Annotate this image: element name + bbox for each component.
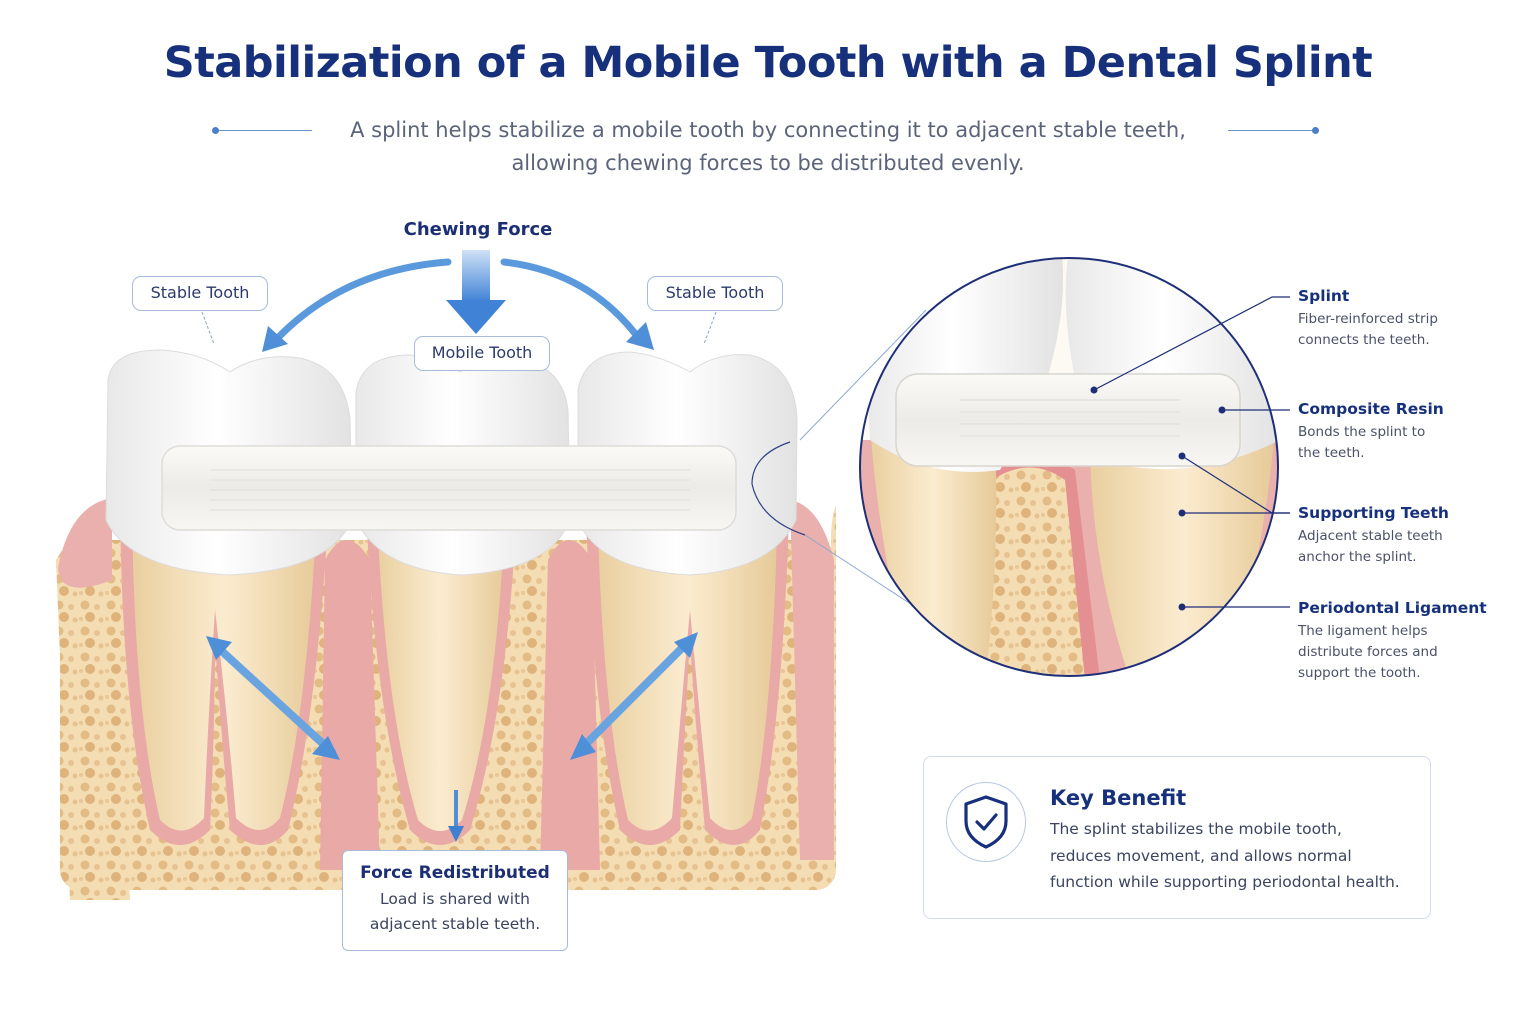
- force-redistributed-line-2: adjacent stable teeth.: [369, 915, 541, 933]
- callout-supporting-teeth-line-2: anchor the splint.: [1298, 549, 1417, 565]
- stable-tooth-left-label: Stable Tooth: [132, 276, 268, 311]
- page-title: Stabilization of a Mobile Tooth with a D…: [163, 38, 1373, 88]
- key-benefit-title: Key Benefit: [1050, 786, 1187, 810]
- subtitle-rule-left: [218, 130, 312, 131]
- callout-periodontal-ligament-title: Periodontal Ligament: [1298, 599, 1487, 617]
- force-redistributed-box: Force Redistributed Load is shared with …: [342, 850, 568, 951]
- force-redistributed-desc: Load is shared with adjacent stable teet…: [343, 887, 567, 937]
- chewing-force-arrows: [262, 250, 654, 352]
- zoom-connector: [751, 441, 806, 536]
- callout-splint: Splint Fiber-reinforced strip connects t…: [1298, 287, 1518, 351]
- subtitle-line-2: allowing chewing forces to be distribute…: [511, 151, 1025, 175]
- chewing-force-label: Chewing Force: [403, 219, 553, 240]
- callout-periodontal-ligament-line-3: support the tooth.: [1298, 665, 1421, 681]
- force-redistributed-title: Force Redistributed: [360, 863, 550, 883]
- stable-tooth-right-label: Stable Tooth: [647, 276, 783, 311]
- gum-interdental-2: [540, 540, 600, 870]
- shield-check-icon: [964, 795, 1008, 849]
- callout-composite-resin-line-1: Bonds the splint to: [1298, 424, 1426, 440]
- zoom-circle-border: [859, 257, 1279, 677]
- subtitle-dot-right: [1312, 127, 1319, 134]
- key-benefit-line-2: reduces movement, and allows normal: [1050, 846, 1352, 865]
- leader-stable-left: [201, 311, 215, 345]
- callout-periodontal-ligament-desc: The ligament helps distribute forces and…: [1298, 621, 1518, 684]
- callout-supporting-teeth-line-1: Adjacent stable teeth: [1298, 528, 1443, 544]
- subtitle-line-1: A splint helps stabilize a mobile tooth …: [350, 118, 1186, 142]
- zoom-line-bottom: [804, 534, 921, 611]
- callout-periodontal-ligament: Periodontal Ligament The ligament helps …: [1298, 599, 1518, 684]
- callout-periodontal-ligament-line-2: distribute forces and: [1298, 644, 1438, 660]
- force-redistributed-line-1: Load is shared with: [379, 890, 531, 908]
- callout-splint-line-2: connects the teeth.: [1298, 332, 1430, 348]
- callout-periodontal-ligament-line-1: The ligament helps: [1298, 623, 1428, 639]
- redistribution-arrows: [206, 632, 698, 842]
- callout-supporting-teeth-title: Supporting Teeth: [1298, 504, 1449, 522]
- callout-dots: [1090, 386, 1226, 611]
- benefit-icon-circle: [946, 782, 1026, 862]
- gum-interdental-1: [320, 540, 380, 870]
- subtitle-rule-right: [1228, 130, 1314, 131]
- subtitle-dot-left: [212, 127, 219, 134]
- subtitle: A splint helps stabilize a mobile tooth …: [300, 114, 1236, 180]
- callout-splint-desc: Fiber-reinforced strip connects the teet…: [1298, 309, 1518, 351]
- callout-composite-resin-title: Composite Resin: [1298, 400, 1444, 418]
- callout-composite-resin-desc: Bonds the splint to the teeth.: [1298, 422, 1518, 464]
- callout-leaders: [1093, 296, 1290, 608]
- splint-strip: [161, 445, 737, 531]
- callout-supporting-teeth: Supporting Teeth Adjacent stable teeth a…: [1298, 504, 1518, 568]
- callout-composite-resin-line-2: the teeth.: [1298, 445, 1365, 461]
- mobile-tooth-label: Mobile Tooth: [414, 336, 550, 371]
- key-benefit-line-3: function while supporting periodontal he…: [1050, 873, 1400, 891]
- key-benefit-line-1: The splint stabilizes the mobile tooth,: [1050, 820, 1342, 838]
- zoom-line-top: [799, 309, 927, 441]
- callout-splint-title: Splint: [1298, 287, 1350, 305]
- gum-right: [790, 500, 834, 860]
- callout-supporting-teeth-desc: Adjacent stable teeth anchor the splint.: [1298, 526, 1518, 568]
- key-benefit-desc: The splint stabilizes the mobile tooth, …: [1050, 816, 1422, 896]
- zoom-detail: [860, 258, 1278, 676]
- leader-stable-right: [703, 311, 717, 345]
- gum-line: [58, 498, 112, 588]
- callout-splint-line-1: Fiber-reinforced strip: [1298, 311, 1438, 327]
- callout-composite-resin: Composite Resin Bonds the splint to the …: [1298, 400, 1518, 464]
